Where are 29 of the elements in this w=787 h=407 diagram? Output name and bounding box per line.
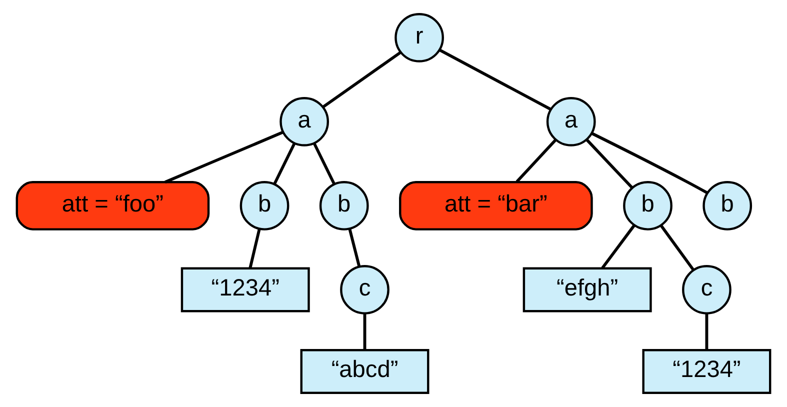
connector (273, 142, 296, 185)
node-box: att = “foo” (16, 181, 210, 230)
connector (363, 314, 366, 350)
connector (322, 51, 402, 108)
node-circle: c (682, 265, 732, 314)
node-box: “efgh” (522, 267, 652, 312)
connector (601, 224, 636, 269)
node-circle: b (319, 181, 369, 230)
node-circle: a (280, 97, 330, 146)
node-box: “abcd” (300, 349, 430, 394)
connector (248, 228, 261, 268)
node-circle: r (394, 12, 444, 62)
connector (312, 142, 336, 185)
node-circle: b (240, 181, 290, 230)
connector (705, 314, 708, 350)
connector (516, 138, 557, 183)
node-box: att = “bar” (399, 181, 593, 230)
connector (439, 48, 552, 110)
node-circle: b (702, 181, 752, 230)
node-circle: a (546, 97, 596, 146)
node-circle: b (623, 181, 672, 230)
node-circle: c (340, 265, 390, 314)
connector (586, 138, 634, 189)
connector (348, 228, 361, 267)
node-box: “1234” (180, 267, 310, 312)
connector (660, 224, 695, 271)
node-box: “1234” (642, 349, 772, 394)
connector (591, 132, 708, 194)
connector (164, 130, 284, 184)
